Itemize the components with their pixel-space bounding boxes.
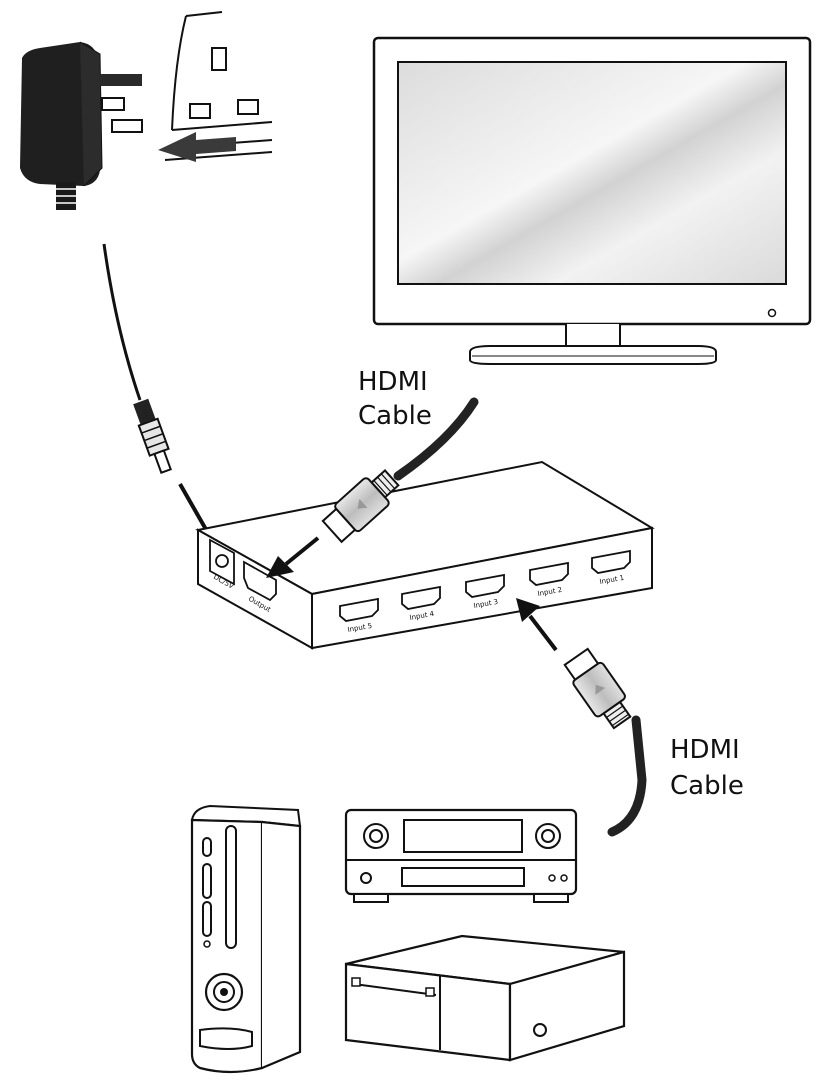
- hdmi-switch-box: DC/5V Output Input 1 Input 2 Input 3 Inp…: [195, 460, 655, 650]
- input-arrow-shaft: [528, 614, 558, 652]
- hdmi-input-port-1: Input 1: [591, 549, 631, 586]
- hdmi-cable-label-top-line2: Cable: [358, 401, 432, 431]
- hdmi-cable-label-bottom: HDMI Cable: [670, 735, 744, 801]
- power-cable: [102, 243, 220, 556]
- power-adapter: [20, 41, 143, 210]
- hdmi-cable-label-bottom-line1: HDMI: [670, 735, 740, 765]
- hdmi-cable-label-top-line1: HDMI: [358, 367, 428, 397]
- av-receiver: [344, 808, 578, 903]
- output-arrow-head: [266, 556, 294, 578]
- input-arrow-head: [516, 598, 540, 622]
- plug-in-arrow: [158, 132, 236, 162]
- wall-socket: [158, 11, 273, 162]
- hdmi-cable-label-bottom-line2: Cable: [670, 771, 744, 801]
- game-console-vertical: [190, 804, 302, 1074]
- hdmi-cable-output: [266, 397, 479, 578]
- hdmi-cable-input: [516, 598, 647, 837]
- hdmi-input-port-3: Input 3: [465, 573, 505, 610]
- game-console-horizontal: [344, 934, 626, 1062]
- hdmi-input-port-4: Input 4: [401, 585, 441, 622]
- television: [372, 36, 812, 365]
- hdmi-cable-label-top: HDMI Cable: [358, 367, 432, 431]
- output-arrow-shaft: [284, 536, 320, 566]
- dc-power-jack: DC/5V: [209, 538, 235, 591]
